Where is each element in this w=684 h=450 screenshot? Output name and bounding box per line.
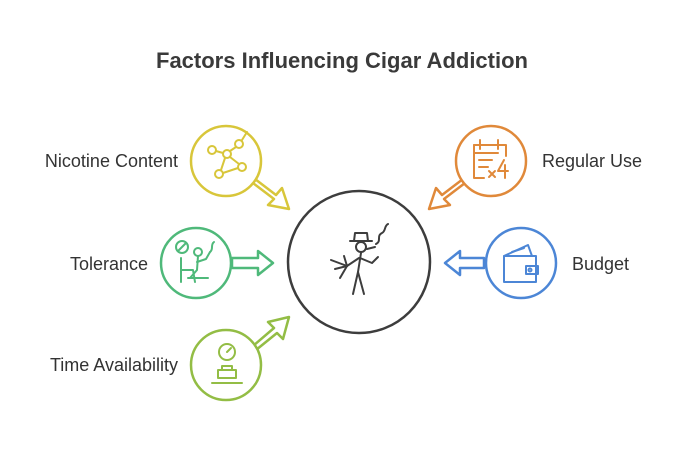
circle-tolerance <box>159 226 233 300</box>
arrow-budget <box>443 249 486 277</box>
factor-time-availability <box>189 315 291 402</box>
label-time-availability: Time Availability <box>49 355 178 375</box>
arrow-time <box>252 315 291 351</box>
person-smoking-cigar-icon <box>330 223 389 295</box>
arrow-nicotine <box>252 178 291 211</box>
calendar-times-four-icon <box>473 139 509 179</box>
label-tolerance: Tolerance <box>69 254 148 274</box>
person-tolerance-icon <box>175 240 215 283</box>
factor-budget <box>443 226 558 300</box>
label-regular-use: Regular Use <box>542 151 643 171</box>
label-nicotine-content: Nicotine Content <box>44 151 178 171</box>
diagram-title: Factors Influencing Cigar Addiction <box>156 48 528 73</box>
circle-nicotine <box>189 124 263 198</box>
factor-regular-use <box>427 124 528 211</box>
label-budget: Budget <box>572 254 630 274</box>
wallet-icon <box>503 244 539 283</box>
factor-nicotine-content <box>189 124 291 211</box>
clock-desk-icon <box>211 343 243 384</box>
circle-budget <box>484 226 558 300</box>
factor-tolerance <box>159 226 275 300</box>
arrow-regular-use <box>427 178 466 211</box>
arrow-tolerance <box>230 249 275 277</box>
molecule-icon <box>207 131 248 179</box>
